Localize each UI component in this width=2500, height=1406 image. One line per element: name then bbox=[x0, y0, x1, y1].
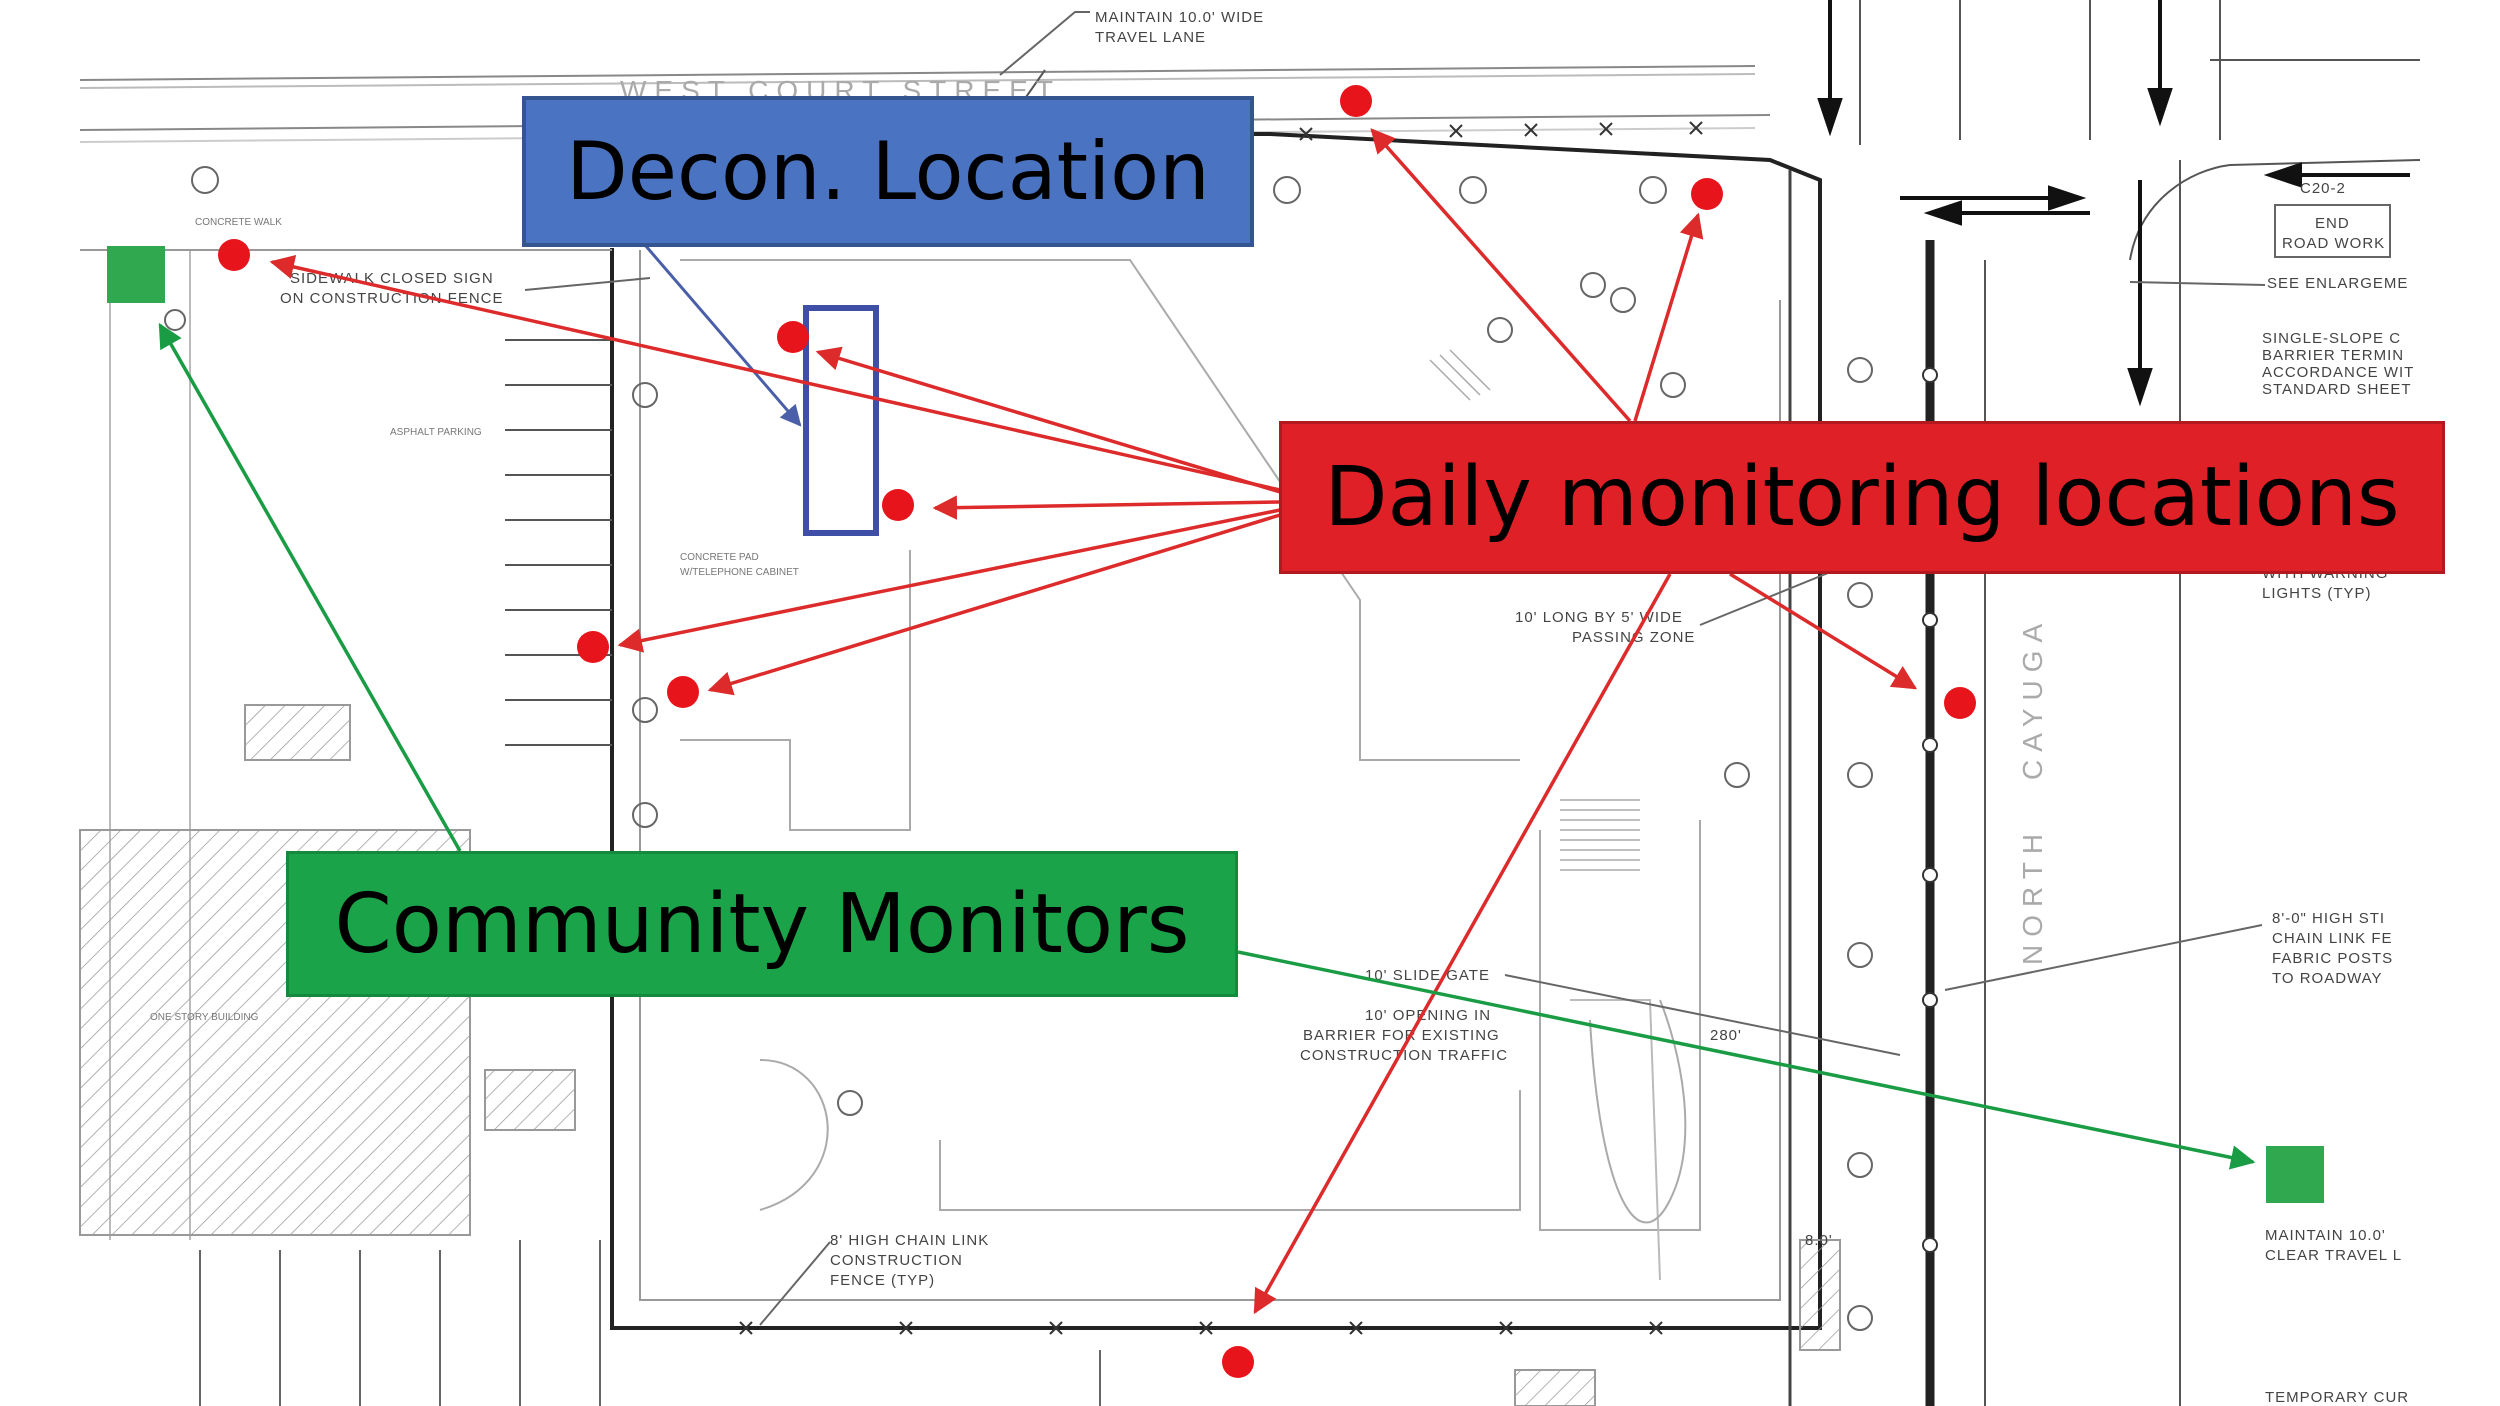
arrow-to-monitor-1 bbox=[269, 254, 1281, 492]
arrow-to-monitor-3 bbox=[932, 495, 1281, 520]
label-cayuga: CAYUGA bbox=[2017, 616, 2048, 780]
daily-monitoring-label: Daily monitoring locations bbox=[1324, 450, 2400, 545]
label-end-road-1: END bbox=[2315, 215, 2350, 232]
arrow-to-monitor-4 bbox=[617, 508, 1281, 653]
plan-linework bbox=[79, 0, 2421, 1406]
label-temporary: TEMPORARY CUR bbox=[2265, 1389, 2409, 1406]
plan-labels: MAINTAIN 10.0' WIDE TRAVEL LANE WEST COU… bbox=[150, 9, 2414, 1406]
arrow-to-monitor-5 bbox=[707, 513, 1281, 696]
arrow-to-monitor-8 bbox=[1729, 572, 1918, 690]
label-concrete-pad-2: W/TELEPHONE CABINET bbox=[680, 567, 799, 578]
monitor-dot bbox=[1944, 687, 1976, 719]
label-chain-link-r2: CHAIN LINK FE bbox=[2272, 930, 2393, 947]
label-opening-3: CONSTRUCTION TRAFFIC bbox=[1300, 1047, 1508, 1064]
decon-arrow bbox=[643, 244, 802, 427]
label-single-slope-3: ACCORDANCE WIT bbox=[2262, 364, 2414, 381]
monitor-dot bbox=[882, 489, 914, 521]
label-asphalt-parking: ASPHALT PARKING bbox=[390, 427, 482, 438]
label-sidewalk-1: SIDEWALK CLOSED SIGN bbox=[290, 270, 494, 287]
label-single-slope-1: SINGLE-SLOPE C bbox=[2262, 330, 2401, 347]
label-one-story: ONE STORY BUILDING bbox=[150, 1012, 259, 1023]
decon-location-callout: Decon. Location bbox=[522, 96, 1254, 247]
arrow-to-community-east bbox=[1237, 950, 2256, 1170]
label-maintain-b1: MAINTAIN 10.0' bbox=[2265, 1227, 2386, 1244]
community-monitor-west bbox=[107, 246, 165, 303]
daily-monitoring-callout: Daily monitoring locations bbox=[1279, 421, 2445, 574]
label-concrete-pad-1: CONCRETE PAD bbox=[680, 552, 759, 563]
label-north: NORTH bbox=[2017, 826, 2048, 965]
monitor-dot bbox=[218, 239, 250, 271]
label-chain-link-r3: FABRIC POSTS bbox=[2272, 950, 2393, 967]
monitor-dot bbox=[1340, 85, 1372, 117]
label-chain-fence-2: CONSTRUCTION bbox=[830, 1252, 963, 1269]
label-travel-lane-1: MAINTAIN 10.0' WIDE bbox=[1095, 9, 1264, 26]
monitor-dot bbox=[1222, 1346, 1254, 1378]
arrow-to-monitor-9 bbox=[1253, 573, 1672, 1315]
label-chain-link-r1: 8'-0" HIGH STI bbox=[2272, 910, 2385, 927]
label-chain-fence-3: FENCE (TYP) bbox=[830, 1272, 935, 1289]
label-concrete-walk: CONCRETE WALK bbox=[195, 217, 282, 228]
decon-location-outline bbox=[803, 305, 879, 536]
label-dim-280: 280' bbox=[1710, 1027, 1742, 1044]
community-monitor-arrows bbox=[158, 322, 2256, 1170]
label-c20: C20-2 bbox=[2300, 180, 2346, 197]
label-opening-2: BARRIER FOR EXISTING bbox=[1303, 1027, 1500, 1044]
monitor-dot bbox=[667, 676, 699, 708]
arrow-to-community-west bbox=[158, 322, 462, 852]
label-single-slope-2: BARRIER TERMIN bbox=[2262, 347, 2404, 364]
arrow-to-monitor-6 bbox=[1370, 128, 1632, 423]
label-sidewalk-2: ON CONSTRUCTION FENCE bbox=[280, 290, 504, 307]
arrow-to-monitor-7 bbox=[1633, 212, 1704, 422]
label-slide-gate: 10' SLIDE GATE bbox=[1365, 967, 1490, 984]
community-monitor-markers bbox=[107, 246, 2324, 1203]
label-chain-link-r4: TO ROADWAY bbox=[2272, 970, 2383, 987]
label-see-enlargement: SEE ENLARGEME bbox=[2267, 275, 2408, 292]
label-end-road-2: ROAD WORK bbox=[2282, 235, 2385, 252]
label-maintain-b2: CLEAR TRAVEL L bbox=[2265, 1247, 2402, 1264]
monitor-dot bbox=[577, 631, 609, 663]
community-monitors-label: Community Monitors bbox=[334, 876, 1190, 972]
monitor-dot bbox=[777, 321, 809, 353]
decon-location-label: Decon. Location bbox=[566, 125, 1210, 218]
label-passing-1: 10' LONG BY 5' WIDE bbox=[1515, 609, 1683, 626]
label-travel-lane-2: TRAVEL LANE bbox=[1095, 29, 1206, 46]
community-monitors-callout: Community Monitors bbox=[286, 851, 1238, 997]
arrow-to-monitor-2 bbox=[815, 346, 1281, 494]
monitor-dot bbox=[1691, 178, 1723, 210]
daily-monitoring-arrows bbox=[269, 128, 1918, 1315]
label-dim-8: 8.0' bbox=[1805, 1232, 1833, 1249]
label-chain-fence-1: 8' HIGH CHAIN LINK bbox=[830, 1232, 989, 1249]
daily-monitoring-dots bbox=[218, 85, 1976, 1378]
community-monitor-east bbox=[2266, 1146, 2324, 1203]
label-single-slope-4: STANDARD SHEET bbox=[2262, 381, 2412, 398]
label-warning-2: LIGHTS (TYP) bbox=[2262, 585, 2372, 602]
label-opening-1: 10' OPENING IN bbox=[1365, 1007, 1491, 1024]
